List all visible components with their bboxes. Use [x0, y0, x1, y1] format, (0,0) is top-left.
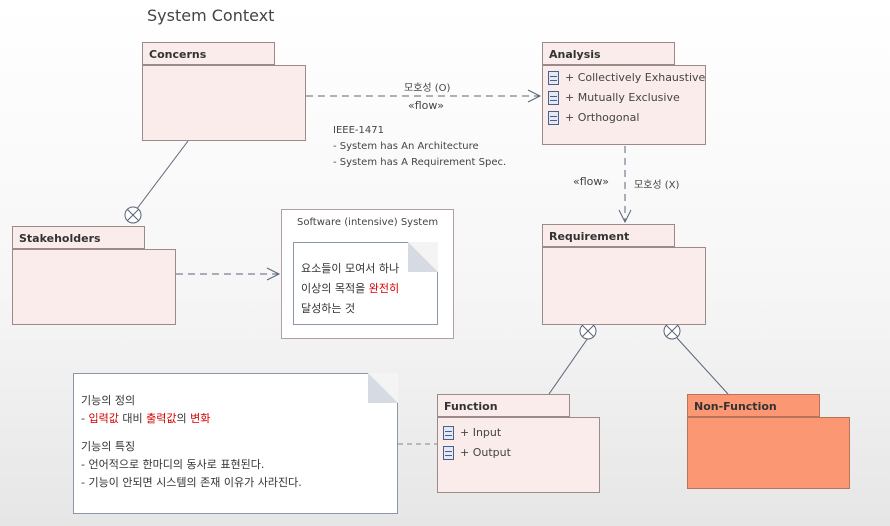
attribute-row[interactable]: + Collectively Exhaustive: [548, 71, 705, 85]
attribute-icon: [548, 71, 559, 85]
package-body: [542, 65, 706, 145]
note-line: - 입력값 대비 출력값의 변화: [81, 410, 397, 428]
attribute-label: + Orthogonal: [565, 111, 640, 124]
package-tab: Function: [437, 394, 570, 417]
diagram-title: System Context: [147, 6, 275, 25]
note-text: 대비: [118, 412, 147, 425]
package-body: [687, 417, 850, 489]
note-line: 요소들이 모여서 하나: [301, 262, 400, 275]
package-name: Requirement: [549, 230, 630, 243]
package-name: Stakeholders: [19, 232, 101, 245]
package-body: [542, 247, 706, 325]
note-heading: 기능의 정의: [81, 394, 136, 407]
note-line: - 기능이 안되면 시스템의 존재 이유가 사라진다.: [81, 476, 302, 489]
package-name: Analysis: [549, 48, 601, 61]
connector-stereotype: «flow»: [408, 99, 444, 112]
connector-stereotype: «flow»: [573, 175, 609, 188]
attribute-label: + Collectively Exhaustive: [565, 71, 706, 84]
package-tab: Concerns: [142, 42, 275, 65]
attribute-label: + Output: [460, 446, 511, 459]
package-body: [12, 249, 176, 325]
package-tab: Requirement: [542, 224, 675, 247]
package-tab: Non-Function (Quality): [687, 394, 820, 436]
concerns-stakeholders-link: [132, 140, 189, 215]
note-line: - 언어적으로 한마디의 동사로 표현된다.: [81, 458, 265, 471]
attribute-row[interactable]: + Mutually Exclusive: [548, 91, 680, 105]
attribute-row[interactable]: + Orthogonal: [548, 111, 639, 125]
attribute-icon: [443, 446, 454, 460]
attribute-label: + Input: [460, 426, 502, 439]
package-tab: Analysis: [542, 42, 675, 65]
note-fold-icon: [368, 373, 398, 403]
ieee-line: - System has A Requirement Spec.: [333, 157, 507, 168]
connector-label: 모호성 (O): [404, 83, 451, 94]
note-text: 의: [176, 412, 191, 425]
ieee-title: IEEE-1471: [333, 125, 384, 136]
package-body: [142, 65, 306, 141]
note-text: -: [81, 412, 89, 425]
ieee-line: - System has An Architecture: [333, 141, 479, 152]
attribute-icon: [443, 426, 454, 440]
package-tab: Stakeholders: [12, 226, 145, 249]
boundary-name: Software (intensive) System: [297, 217, 439, 228]
note-emphasis: 입력값: [88, 412, 119, 425]
flow-arrowhead-icon: [266, 267, 281, 281]
package-name: Concerns: [149, 48, 207, 61]
connector-label: 모호성 (X): [634, 180, 680, 191]
attribute-label: + Mutually Exclusive: [565, 91, 680, 104]
attribute-icon: [548, 111, 559, 125]
function-note[interactable]: 기능의 정의 - 입력값 대비 출력값의 변화 기능의 특징 - 언어적으로 한…: [73, 373, 398, 514]
note-heading: 기능의 특징: [81, 440, 136, 453]
attribute-row[interactable]: + Input: [443, 426, 501, 440]
requirement-function-link: [548, 337, 589, 395]
note-emphasis: 출력값: [146, 412, 177, 425]
requirement-nonfunction-link: [676, 337, 729, 395]
flow-arrowhead-icon: [618, 209, 632, 224]
flow-arrowhead-icon: [527, 89, 542, 103]
note-fold-icon: [408, 242, 438, 272]
note-text: 이상의 목적을: [301, 282, 369, 295]
package-name: Function: [444, 400, 498, 413]
attribute-icon: [548, 91, 559, 105]
system-definition-note[interactable]: 요소들이 모여서 하나 이상의 목적을 완전히 달성하는 것: [293, 242, 438, 325]
note-line: 이상의 목적을 완전히: [301, 279, 437, 299]
note-spacer: [81, 428, 397, 438]
note-line: 달성하는 것: [301, 302, 356, 315]
note-emphasis: 완전히: [368, 282, 400, 295]
note-emphasis: 변화: [190, 412, 211, 425]
attribute-row[interactable]: + Output: [443, 446, 511, 460]
package-body: [437, 417, 600, 493]
